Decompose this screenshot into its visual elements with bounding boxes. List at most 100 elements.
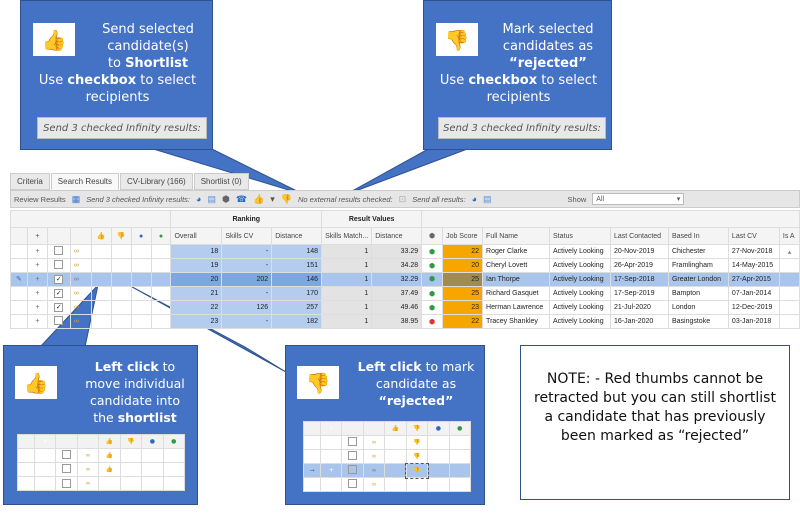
document-all-icon[interactable]: ▤: [483, 193, 492, 204]
full-name-cell[interactable]: Cheryl Lovett: [482, 258, 551, 273]
document-icon[interactable]: ▤: [207, 193, 216, 204]
thumbs-up-cell[interactable]: [90, 258, 112, 273]
full-name-cell[interactable]: Tracey Shankley: [482, 314, 551, 329]
full-name-cell[interactable]: Herman Lawrence: [482, 300, 551, 315]
thumbs-up-cell[interactable]: [90, 314, 112, 329]
thumbs-up-icon[interactable]: 👍: [90, 227, 112, 245]
col-job-score[interactable]: Job Score: [442, 227, 484, 245]
blue-flag-cell[interactable]: [130, 272, 152, 287]
tab-cv-library[interactable]: CV-Library (166): [120, 173, 193, 190]
full-name-cell[interactable]: Roger Clarke: [482, 244, 551, 259]
thumbs-up-cell[interactable]: [90, 244, 112, 259]
tab-shortlist[interactable]: Shortlist (0): [193, 173, 249, 190]
green-flag-cell[interactable]: [150, 244, 172, 259]
col-last-cv[interactable]: Last CV: [727, 227, 780, 245]
green-flag-cell[interactable]: [150, 286, 172, 301]
send-icon[interactable]: ◕: [196, 194, 202, 204]
col-based-in[interactable]: Based In: [667, 227, 729, 245]
col-distance-2[interactable]: Distance: [371, 227, 423, 245]
row-checkbox[interactable]: [46, 258, 71, 273]
thumbs-down-cell[interactable]: [110, 272, 132, 287]
shield-icon[interactable]: ⬢: [221, 193, 230, 204]
phone-icon[interactable]: ☎: [235, 193, 248, 204]
shield-status-icon: ⬢: [421, 300, 444, 315]
col-overall[interactable]: Overall: [170, 227, 223, 245]
expand-row-icon[interactable]: +: [26, 300, 48, 315]
thumbs-down-icon[interactable]: 👎: [280, 193, 293, 204]
job-score-cell: 25: [442, 272, 484, 287]
col-full-name[interactable]: Full Name: [482, 227, 551, 245]
callout-text: Use: [439, 73, 469, 88]
expand-row-icon[interactable]: +: [26, 314, 48, 329]
tab-search-results[interactable]: Search Results: [50, 173, 120, 190]
col-last-contacted[interactable]: Last Contacted: [609, 227, 669, 245]
col-status[interactable]: Status: [549, 227, 611, 245]
expand-row-icon[interactable]: +: [26, 244, 48, 259]
full-name-cell[interactable]: Richard Gasquet: [482, 286, 551, 301]
col-is-a[interactable]: Is A: [778, 227, 800, 245]
expand-all-icon[interactable]: +: [26, 227, 48, 245]
external-icon[interactable]: ⊡: [398, 193, 407, 204]
distance-2-cell: 33.29: [371, 244, 423, 259]
blue-flag-cell[interactable]: [130, 300, 152, 315]
based-in-cell: London: [667, 300, 729, 315]
col-check: [46, 227, 71, 245]
blue-flag-cell[interactable]: [130, 244, 152, 259]
thumbs-down-cell[interactable]: [110, 286, 132, 301]
last-contacted-cell: 16-Jan-2020: [609, 314, 669, 329]
thumbs-up-cell[interactable]: [90, 286, 112, 301]
link-icon[interactable]: ∞: [69, 300, 92, 315]
show-select[interactable]: All▾: [592, 193, 685, 205]
green-flag-cell[interactable]: [150, 258, 172, 273]
overall-cell: 23: [170, 314, 223, 329]
blue-flag-cell[interactable]: [130, 314, 152, 329]
row-checkbox[interactable]: [46, 244, 71, 259]
thumbs-down-cell[interactable]: [110, 300, 132, 315]
thumbs-up-cell[interactable]: [90, 300, 112, 315]
row-checkbox[interactable]: ✓: [46, 272, 71, 287]
scroll-up-icon[interactable]: ▴: [778, 244, 800, 259]
blue-dot-icon[interactable]: ●: [130, 227, 152, 245]
link-icon[interactable]: ∞: [69, 286, 92, 301]
expand-row-icon[interactable]: +: [26, 258, 48, 273]
thumbs-down-cell[interactable]: [110, 258, 132, 273]
link-icon[interactable]: ∞: [69, 272, 92, 287]
thumbs-up-icon: 👍: [15, 366, 57, 399]
col-skills-cv[interactable]: Skills CV: [221, 227, 273, 245]
green-dot-icon[interactable]: ●: [150, 227, 172, 245]
full-name-cell[interactable]: Ian Thorpe: [482, 272, 551, 287]
thumbs-up-cell[interactable]: [90, 272, 112, 287]
blue-flag-cell[interactable]: [130, 258, 152, 273]
thumbs-up-icon[interactable]: 👍: [253, 193, 265, 204]
thumbs-down-cell[interactable]: [110, 314, 132, 329]
row-checkbox[interactable]: ✓: [46, 300, 71, 315]
grid-view-icon[interactable]: ▦: [71, 193, 81, 204]
link-icon[interactable]: ∞: [69, 314, 92, 329]
green-flag-cell[interactable]: [150, 272, 172, 287]
expand-row-icon[interactable]: +: [26, 272, 48, 287]
blue-flag-cell[interactable]: [130, 286, 152, 301]
green-flag-cell[interactable]: [150, 300, 172, 315]
chevron-down-icon[interactable]: ▾: [270, 193, 275, 204]
row-checkbox[interactable]: ✓: [46, 286, 71, 301]
expand-row-icon[interactable]: +: [26, 286, 48, 301]
row-checkbox[interactable]: [46, 314, 71, 329]
shield-icon[interactable]: ⬢: [421, 227, 444, 245]
send-all-icon[interactable]: ◕: [471, 194, 478, 204]
green-flag-cell[interactable]: [150, 314, 172, 329]
tab-criteria[interactable]: Criteria: [10, 173, 50, 190]
thumbs-down-cell[interactable]: [110, 244, 132, 259]
col-distance[interactable]: Distance: [271, 227, 323, 245]
link-icon[interactable]: ∞: [69, 258, 92, 273]
link-icon[interactable]: ∞: [69, 244, 92, 259]
callout-send-shortlist: 👍 Send selected candidate(s) to Shortlis…: [20, 0, 213, 150]
col-skills-match[interactable]: Skills Match...: [321, 227, 373, 245]
thumbs-down-icon[interactable]: 👎: [110, 227, 132, 245]
distance-cell: 170: [271, 286, 323, 301]
